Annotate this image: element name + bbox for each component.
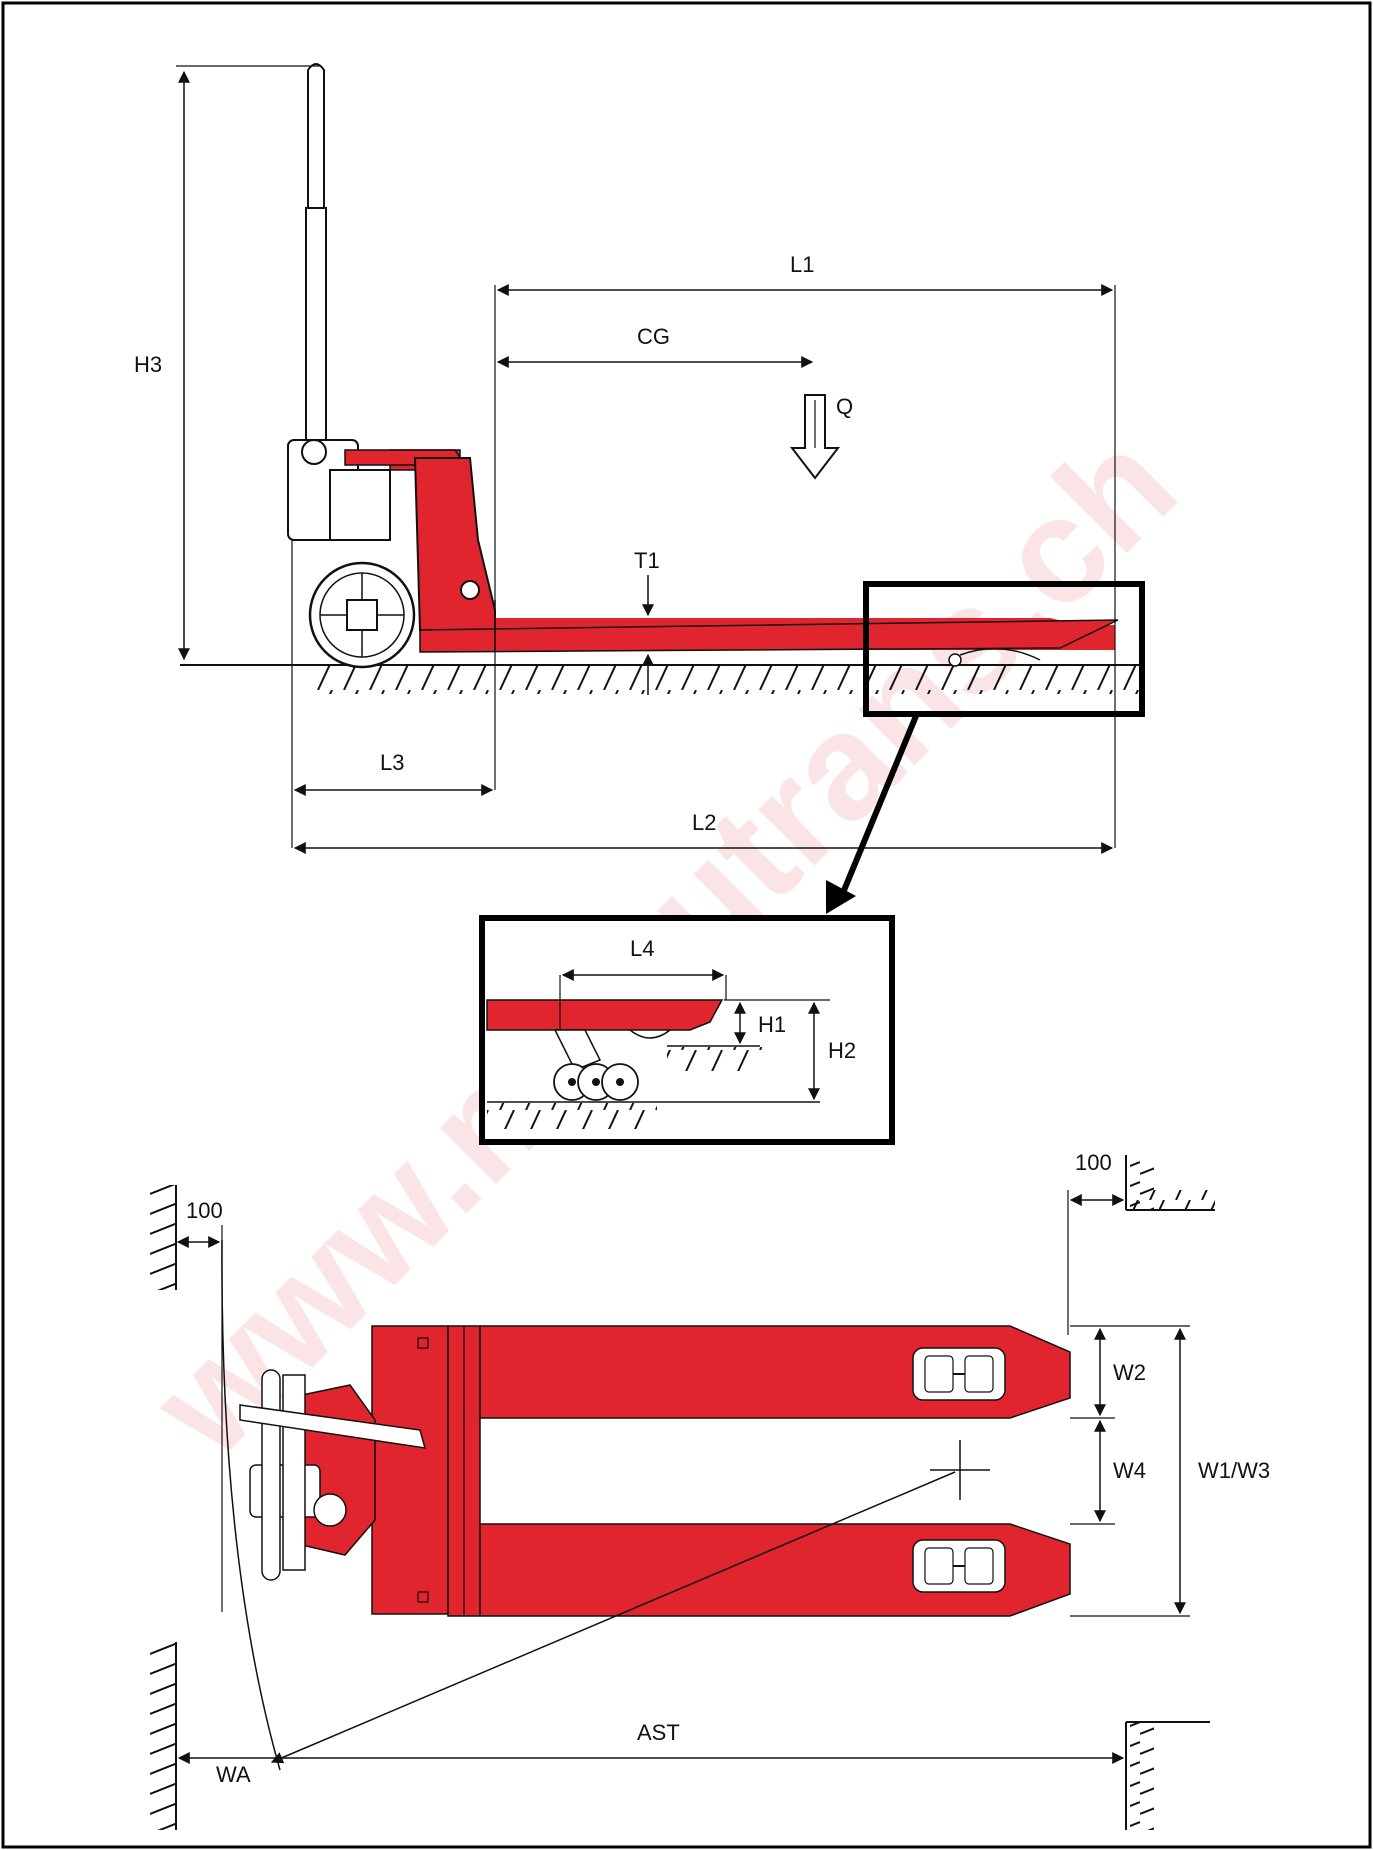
fork-side [419,619,1119,653]
steer-hub [346,599,378,631]
top-view: 100 100 [150,1150,1270,1830]
load-wheel-upper [912,1347,1006,1401]
side-view: H3 L1 CG Q T1 L3 L2 [134,63,1145,914]
label-w2: W2 [1113,1360,1146,1385]
label-t1: T1 [634,548,660,573]
handle-grip [307,63,325,216]
label-h1: H1 [758,1012,786,1037]
chassis-body [413,457,496,631]
label-w1w3: W1/W3 [1198,1458,1270,1483]
label-l2: L2 [692,810,716,835]
release-lever-plan [239,1404,427,1449]
label-l1: L1 [790,252,814,277]
load-wheel-side [948,653,962,667]
label-h3: H3 [134,352,162,377]
label-clearance-left: 100 [186,1198,223,1223]
label-l4: L4 [630,936,654,961]
wall-right-bottom [1130,1722,1154,1830]
ground-hatch [310,666,1140,694]
handle-bar-plan [282,1374,306,1571]
label-ast: AST [637,1720,680,1745]
label-clearance-right: 100 [1075,1150,1112,1175]
label-l3: L3 [380,750,404,775]
detail-callout-box [863,581,1145,717]
label-cg: CG [637,324,670,349]
detail-view: L4 H1 H2 [479,915,895,1145]
wall-left-bottom [150,1642,176,1830]
wall-left-top [150,1185,176,1290]
turning-arc [221,1239,281,1771]
detail-fork [486,999,724,1031]
handle-shaft [305,207,327,441]
label-wa: WA [216,1762,251,1787]
callout-arrowhead [826,880,856,914]
callout-line [837,714,919,902]
label-w4: W4 [1113,1458,1146,1483]
pump-pivot [301,439,327,465]
handle-grip-plan [261,1369,281,1581]
dim-wa [270,1471,956,1764]
load-wheel-lower [912,1539,1006,1593]
label-q: Q [836,394,853,419]
pump-cylinder [329,469,391,541]
label-h2: H2 [828,1038,856,1063]
detail-linkage [553,1029,602,1071]
chassis-bolt [460,580,480,600]
